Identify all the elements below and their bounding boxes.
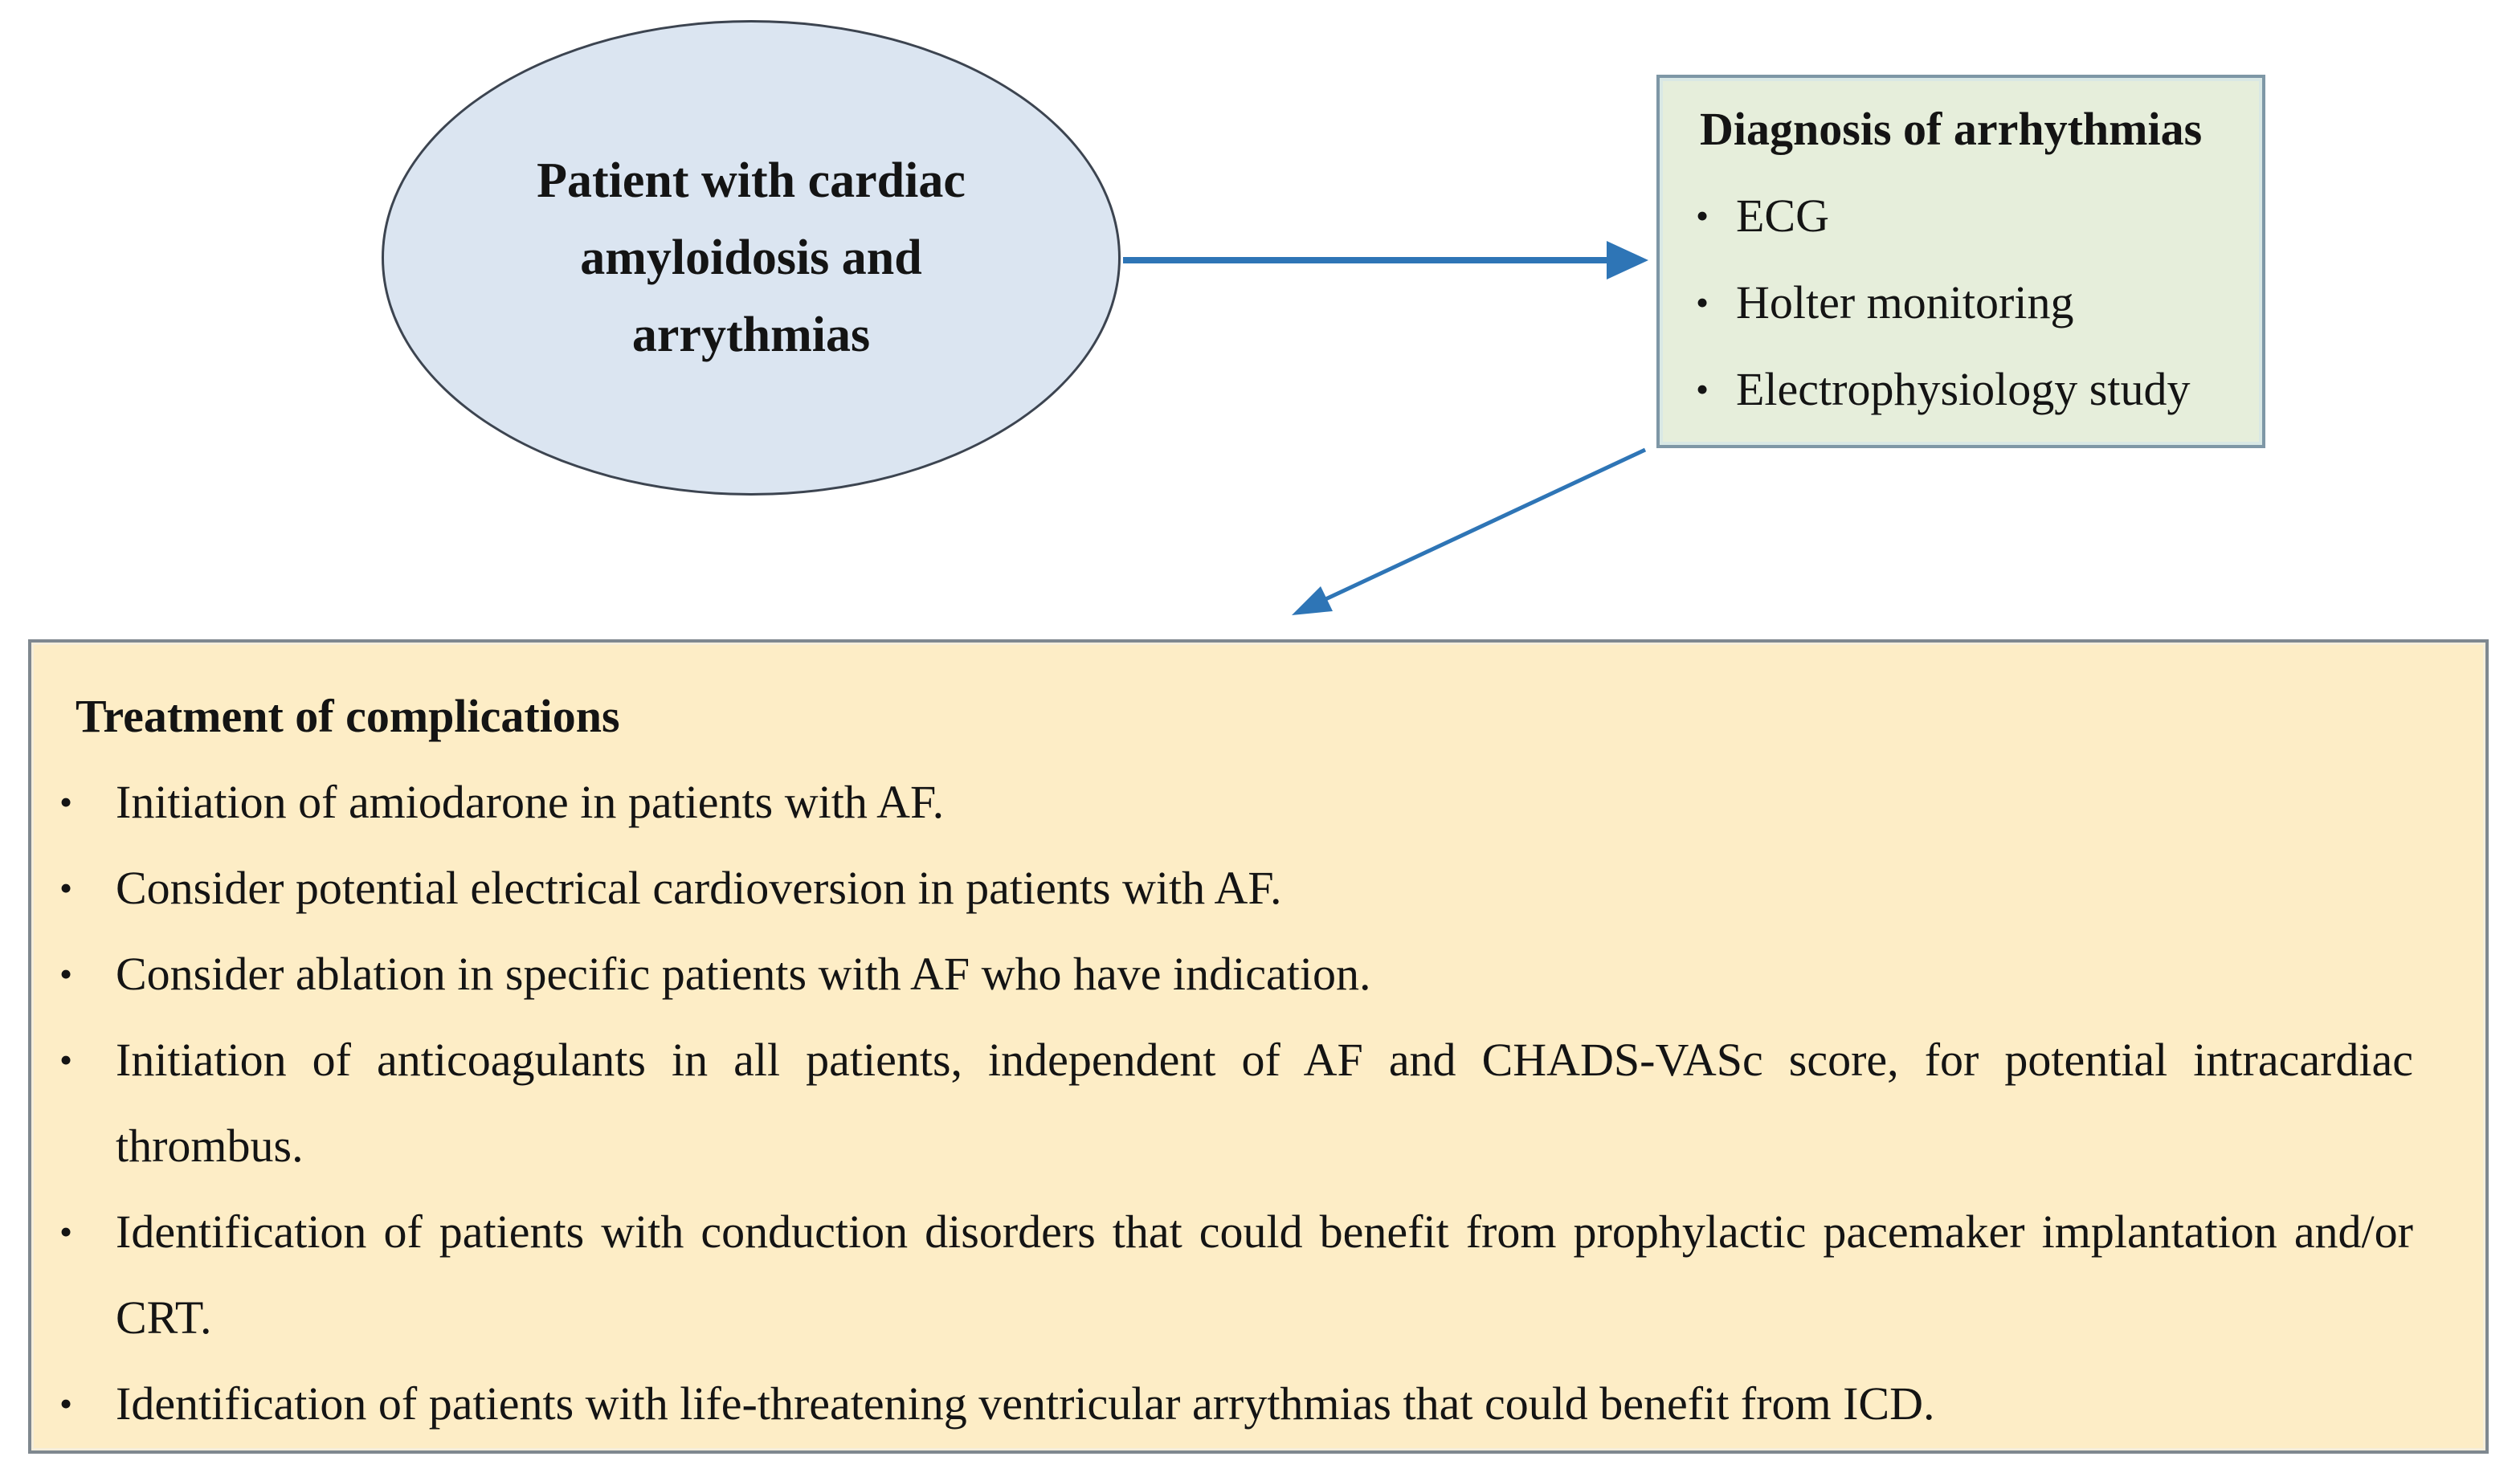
arrowhead-down-left-icon [1292,586,1333,615]
bullet-icon: • [1696,195,1709,236]
list-item: • Holter monitoring [1660,259,2246,346]
treatment-box: Treatment of complications • Initiation … [28,639,2489,1454]
list-item: • ECG [1660,173,2246,259]
diagnosis-box: Diagnosis of arrhythmias • ECG • Holter … [1656,75,2265,448]
bullet-icon: • [59,1039,73,1080]
patient-label-line3: arrythmias [631,308,871,362]
list-item-text: Holter monitoring [1736,276,2074,328]
bullet-icon: • [59,781,73,822]
bullet-icon: • [1696,282,1709,323]
list-item-text: Initiation of amiodarone in patients wit… [116,776,945,828]
list-item-text: Identification of patients with conducti… [116,1206,2413,1344]
list-item-text: Consider ablation in specific patients w… [116,948,1371,1000]
bullet-icon: • [59,1383,73,1424]
list-item-text: Initiation of anticoagulants in all pati… [116,1034,2413,1172]
list-item-text: ECG [1736,190,1829,242]
treatment-list: • Initiation of amiodarone in patients w… [59,759,2413,1446]
list-item-text: Identification of patients with life-thr… [116,1377,1935,1430]
diagnosis-list: • ECG • Holter monitoring • Electrophysi… [1660,173,2246,433]
arrowhead-right-icon [1607,241,1648,279]
list-item: • Electrophysiology study [1660,346,2246,433]
list-item: • Identification of patients with life-t… [59,1361,2413,1446]
patient-node: Patient with cardiac amyloidosis and arr… [382,20,1121,496]
list-item-text: Consider potential electrical cardiovers… [116,862,1282,914]
list-item: • Initiation of amiodarone in patients w… [59,759,2413,845]
list-item-text: Electrophysiology study [1736,363,2191,415]
list-item: • Identification of patients with conduc… [59,1189,2413,1361]
treatment-box-title: Treatment of complications [76,690,620,742]
bullet-icon: • [59,867,73,908]
list-item: • Consider potential electrical cardiove… [59,845,2413,931]
bullet-icon: • [59,1211,73,1252]
bullet-icon: • [59,953,73,994]
patient-label-line2: amyloidosis and [580,231,922,285]
list-item: • Initiation of anticoagulants in all pa… [59,1017,2413,1189]
patient-node-label: Patient with cardiac amyloidosis and arr… [537,142,966,373]
list-item: • Consider ablation in specific patients… [59,931,2413,1017]
bullet-icon: • [1696,369,1709,410]
diagnosis-box-title: Diagnosis of arrhythmias [1700,103,2203,155]
arrow-diagnosis-to-treatment [1322,447,1647,602]
patient-label-line1: Patient with cardiac [537,153,966,208]
